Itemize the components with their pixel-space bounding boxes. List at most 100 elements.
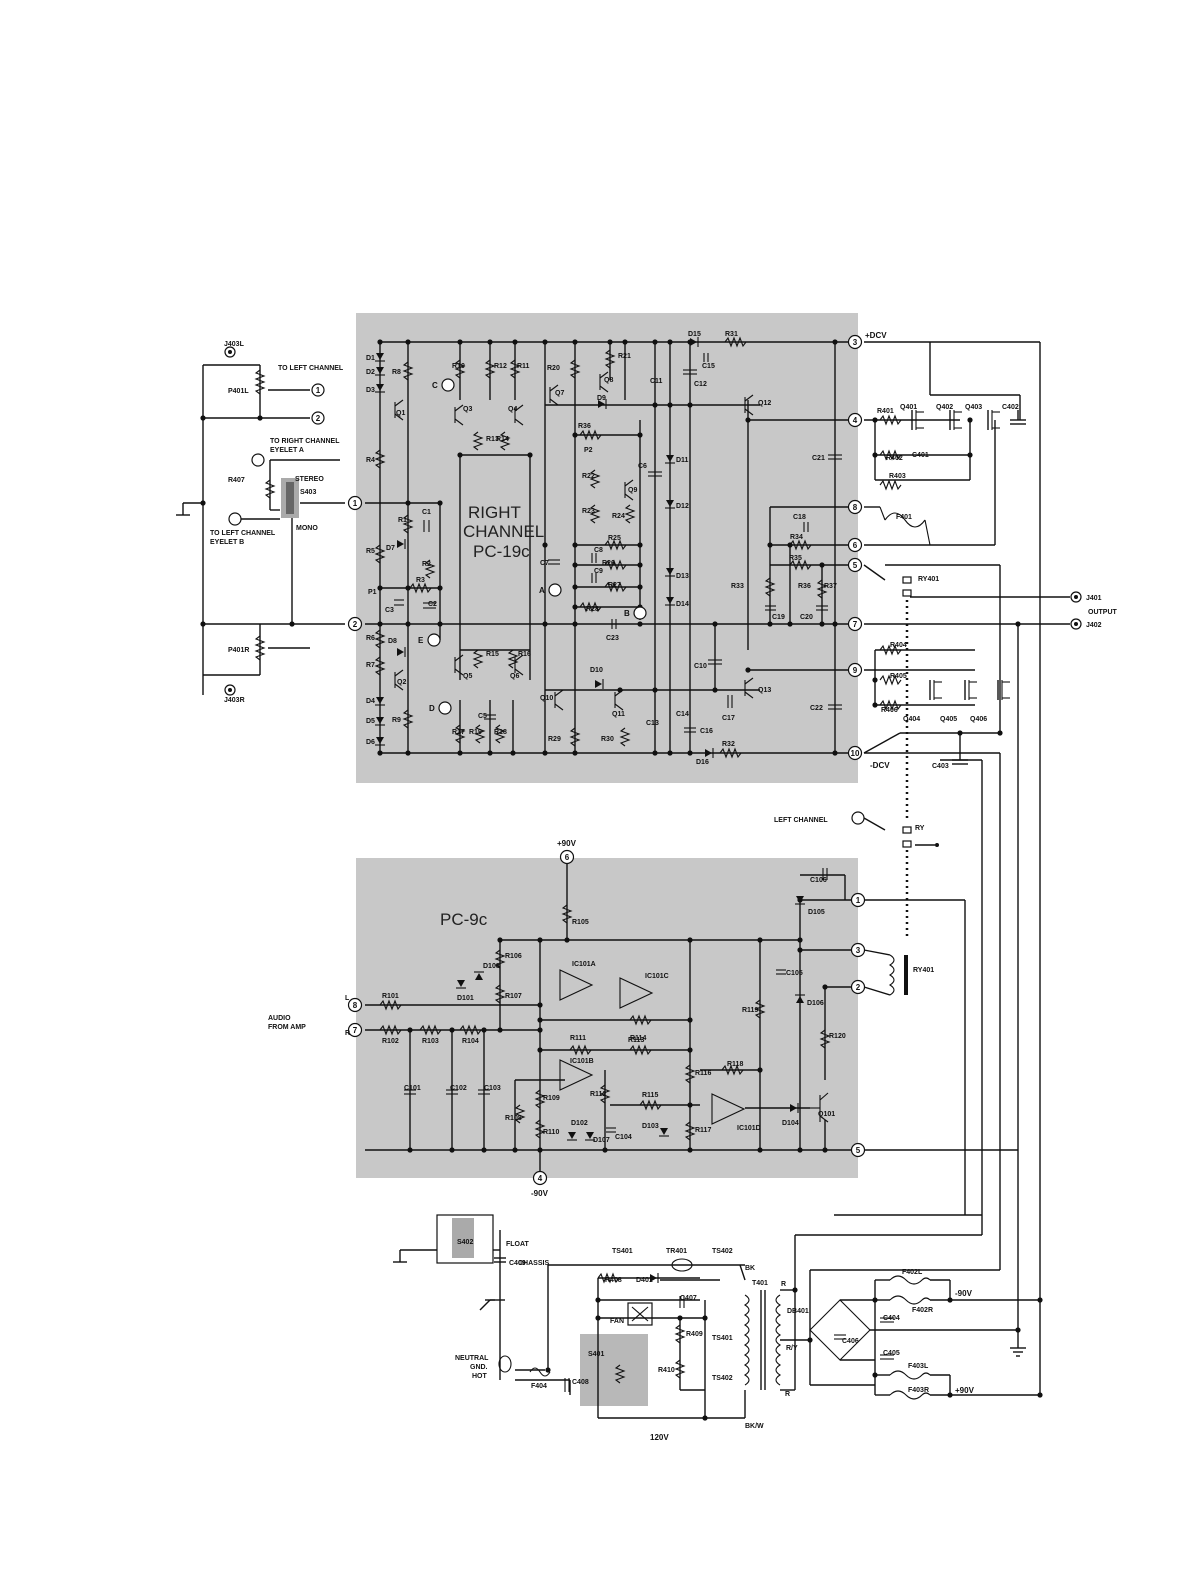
part-r36: R36 bbox=[798, 583, 811, 590]
neutral-label: NEUTRAL bbox=[455, 1355, 489, 1362]
stereo-label: STEREO bbox=[295, 476, 324, 483]
part-r8: R8 bbox=[392, 369, 401, 376]
part-r27: R27 bbox=[608, 582, 621, 589]
part-r11: R11 bbox=[517, 363, 530, 370]
out-neg90v-label: -90V bbox=[955, 1289, 973, 1298]
part-d101: D101 bbox=[457, 995, 474, 1002]
part-d3: D3 bbox=[366, 387, 375, 394]
part-r115: R115 bbox=[642, 1092, 658, 1099]
to-right-eyelet-label-1: TO RIGHT CHANNEL bbox=[270, 438, 340, 445]
part-p2: P2 bbox=[584, 447, 593, 454]
part-r401: R401 bbox=[877, 408, 894, 415]
part-r18: R18 bbox=[494, 729, 507, 736]
part-ry: RY bbox=[915, 825, 925, 832]
part-c409: C409 bbox=[509, 1260, 526, 1267]
part-c1: C1 bbox=[422, 509, 431, 516]
part-c102: C102 bbox=[450, 1085, 467, 1092]
part-d9: D9 bbox=[597, 395, 606, 402]
chassis-label: CHASSIS bbox=[518, 1260, 549, 1267]
part-c3: C3 bbox=[385, 607, 394, 614]
part-r3: R3 bbox=[416, 577, 425, 584]
part-c23: C23 bbox=[606, 635, 619, 642]
eyelet-a: A bbox=[539, 583, 562, 597]
p401r-label: P401R bbox=[228, 647, 249, 654]
pin-pc19_pins_right-3: 3 bbox=[847, 334, 863, 350]
part-d107: D107 bbox=[593, 1137, 610, 1144]
part-r22: R22 bbox=[582, 473, 595, 480]
output-wiring bbox=[228, 341, 1082, 1395]
part-r109: R109 bbox=[543, 1095, 560, 1102]
pc19-components bbox=[374, 336, 1010, 759]
part-ry401: RY401 bbox=[918, 576, 939, 583]
tap-r1-label: R bbox=[781, 1281, 786, 1288]
part-d5: D5 bbox=[366, 718, 375, 725]
float-label: FLOAT bbox=[506, 1241, 530, 1248]
s402-shading bbox=[452, 1218, 474, 1258]
pin-pc9_pins_left-7: 7 bbox=[347, 1022, 363, 1038]
part-d15: D15 bbox=[688, 331, 701, 338]
pin-number: 5 bbox=[853, 561, 858, 570]
part-s401: S401 bbox=[588, 1351, 604, 1358]
part-c103: C103 bbox=[484, 1085, 501, 1092]
part-db401: DB401 bbox=[787, 1308, 809, 1315]
part-r15: R15 bbox=[486, 651, 499, 658]
part-r37: R37 bbox=[824, 583, 837, 590]
part-c9: C9 bbox=[594, 568, 603, 575]
pin-pc19_pins_right-9: 9 bbox=[847, 662, 863, 678]
r407-label: R407 bbox=[228, 477, 245, 484]
part-c12: C12 bbox=[694, 381, 707, 388]
pin-pc19_pins_left-1: 1 bbox=[347, 495, 363, 511]
part-r34: R34 bbox=[790, 534, 803, 541]
part-r104: R104 bbox=[462, 1038, 479, 1045]
part-c403: C403 bbox=[932, 763, 949, 770]
j401-label: J401 bbox=[1086, 595, 1102, 602]
part-r107: R107 bbox=[505, 993, 522, 1000]
part-r6: R6 bbox=[366, 635, 375, 642]
part-f402l: F402L bbox=[902, 1269, 923, 1276]
pc9-title: PC-9c bbox=[440, 910, 488, 929]
part-r410: R410 bbox=[658, 1367, 675, 1374]
pin-number: 4 bbox=[853, 416, 858, 425]
part-r404: R404 bbox=[890, 642, 907, 649]
part-d1: D1 bbox=[366, 355, 375, 362]
part-d401: D401 bbox=[636, 1277, 653, 1284]
part-c13: C13 bbox=[646, 720, 659, 727]
power-supply-wiring bbox=[393, 1214, 1040, 1419]
j402-label: J402 bbox=[1086, 622, 1102, 629]
part-c8: C8 bbox=[594, 547, 603, 554]
part-r26: R26 bbox=[602, 560, 615, 567]
part-c401: C401 bbox=[912, 452, 929, 459]
part-q12: Q12 bbox=[758, 400, 771, 407]
part-c22: C22 bbox=[810, 705, 823, 712]
pc9-junction-dots bbox=[407, 897, 1043, 1421]
part-c106: C106 bbox=[810, 877, 827, 884]
part-ic101a: IC101A bbox=[572, 961, 596, 968]
part-d12: D12 bbox=[676, 503, 689, 510]
pin-pc9_pins_right-3: 3 bbox=[850, 942, 866, 958]
pin-number: 8 bbox=[353, 1001, 358, 1010]
part-r33: R33 bbox=[731, 583, 744, 590]
part-r29: R29 bbox=[548, 736, 561, 743]
pin-pc19_pins_left-2: 2 bbox=[347, 616, 363, 632]
pc19-title-line2: CHANNEL bbox=[463, 522, 544, 541]
eyelet-d: D bbox=[429, 701, 452, 715]
svg-text:2: 2 bbox=[316, 414, 321, 423]
part-r16: R16 bbox=[518, 651, 531, 658]
part-r2: R2 bbox=[422, 561, 431, 568]
part-d108: D108 bbox=[483, 963, 500, 970]
part-d2: D2 bbox=[366, 369, 375, 376]
to-left-channel-label: TO LEFT CHANNEL bbox=[278, 365, 344, 372]
pc9-board-shading bbox=[356, 858, 858, 1178]
part-c17: C17 bbox=[722, 715, 735, 722]
pc19-title-line3: PC-19c bbox=[473, 542, 530, 561]
audio-input-l: L bbox=[345, 995, 350, 1002]
pin-number: 6 bbox=[565, 853, 570, 862]
pin-number: 3 bbox=[856, 946, 861, 955]
part-r405: R405 bbox=[890, 673, 907, 680]
pin-number: 7 bbox=[353, 1026, 358, 1035]
part-r36: R36 bbox=[578, 423, 591, 430]
to-right-eyelet-label-2: EYELET A bbox=[270, 447, 304, 454]
part-r108: R108 bbox=[505, 1115, 522, 1122]
part-q404: Q404 bbox=[903, 716, 920, 723]
part-c101: C101 bbox=[404, 1085, 421, 1092]
